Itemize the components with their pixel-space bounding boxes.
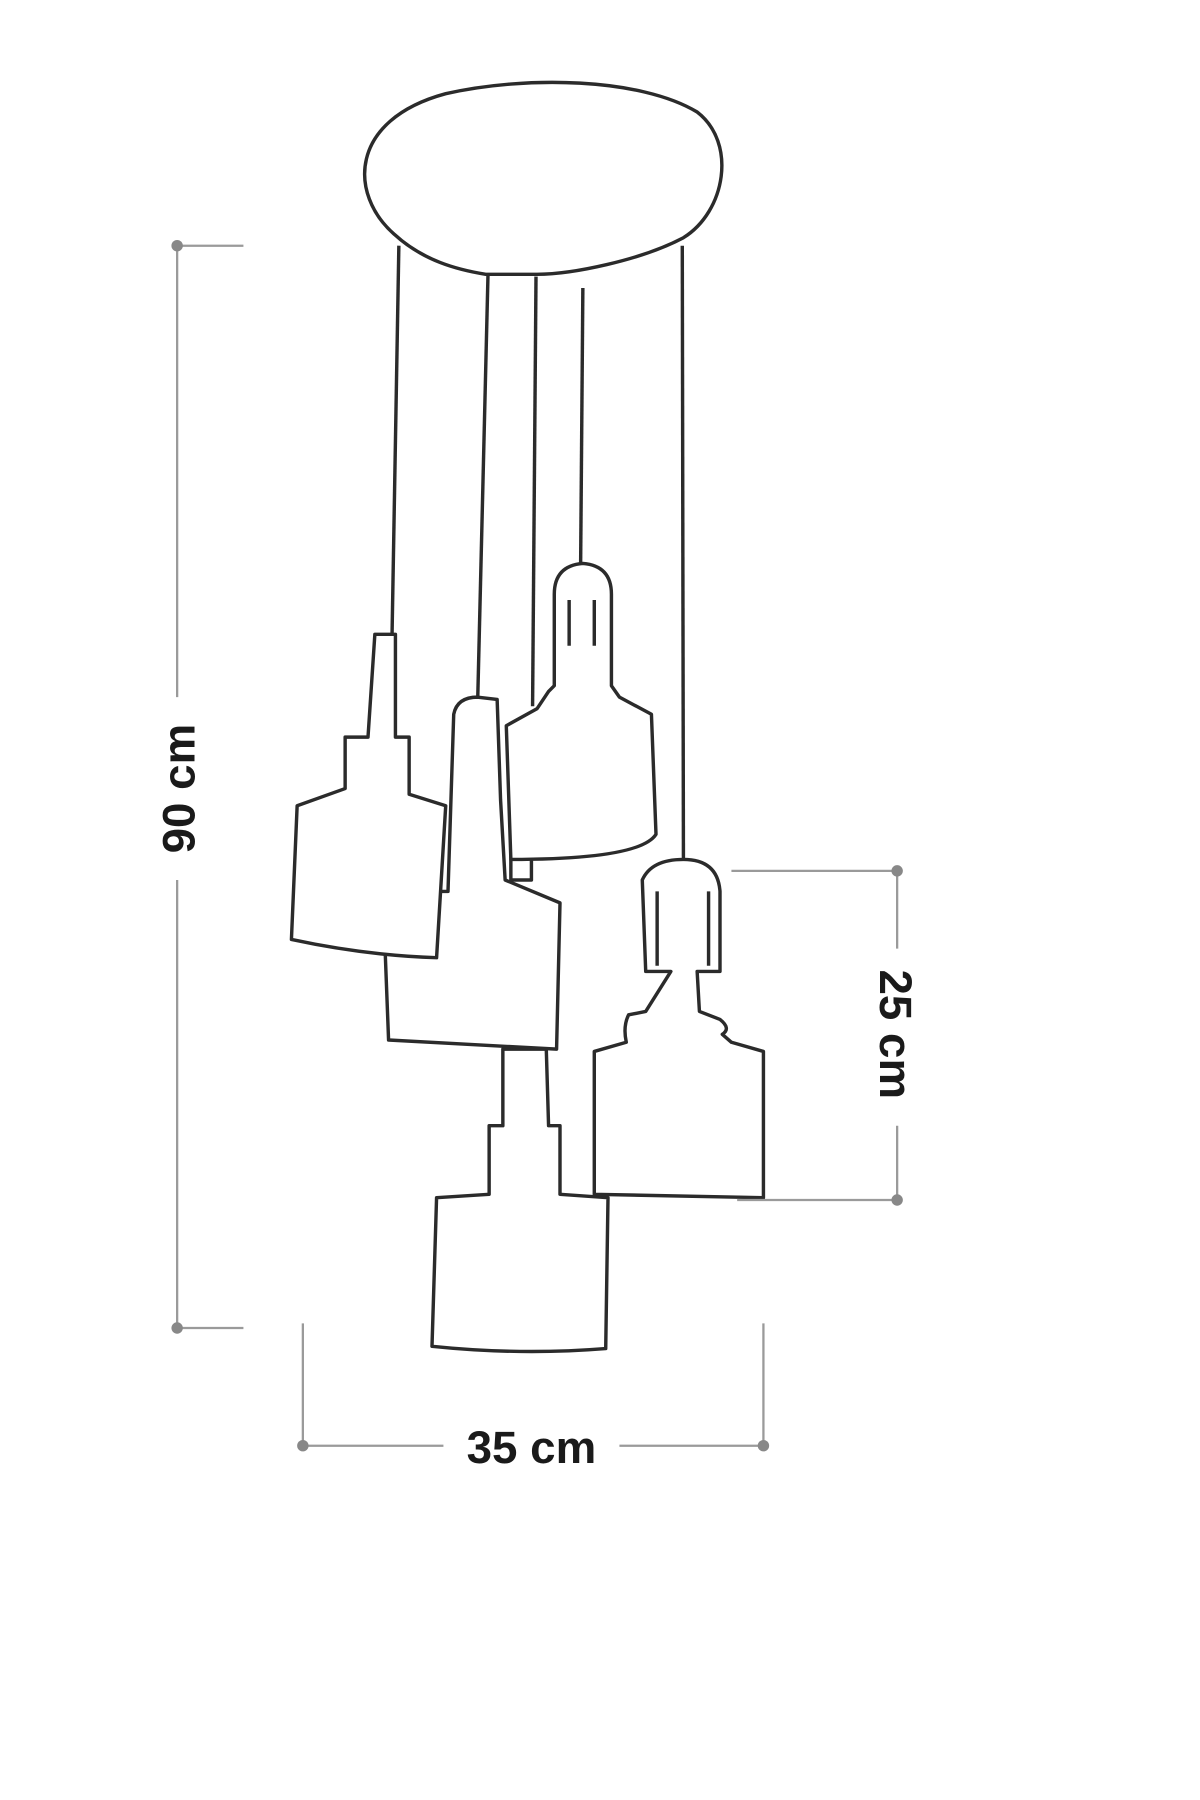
lamp-shade-middle [381, 695, 562, 1051]
width-label: 35 cm [467, 1422, 597, 1473]
height-dimension: 90 cm [153, 240, 244, 1334]
cord-4 [578, 287, 585, 572]
shade-height-label: 25 cm [870, 969, 921, 1099]
height-label: 90 cm [153, 724, 204, 854]
lamp-hook-detail [567, 600, 596, 646]
lamp-hook-detail-right [655, 891, 711, 966]
cord-1 [390, 245, 401, 638]
lamp-shade-left [289, 632, 448, 960]
cord-2 [476, 274, 490, 700]
cords [390, 245, 686, 860]
lamp-shade-bottom [430, 1047, 610, 1354]
cord-5 [680, 245, 686, 860]
ceiling-canopy [363, 80, 724, 276]
cord-3 [530, 276, 538, 707]
lamp-shade-back [504, 561, 658, 862]
shade-height-dimension: 25 cm [731, 865, 921, 1206]
lamp-shade-right [592, 857, 766, 1200]
width-dimension: 35 cm [297, 1323, 770, 1473]
